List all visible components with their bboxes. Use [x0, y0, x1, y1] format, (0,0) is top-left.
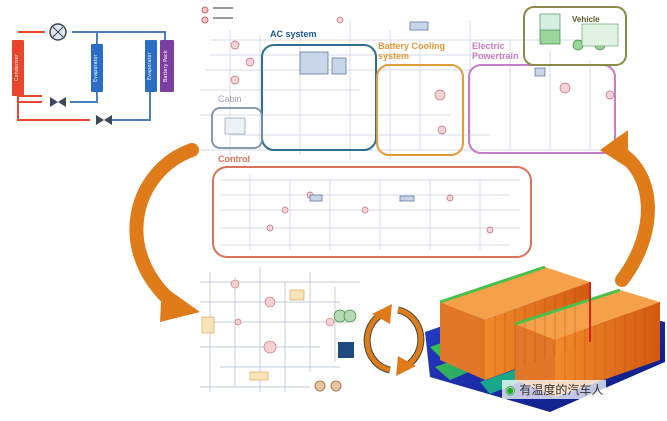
detail-schematic: [200, 267, 360, 392]
electric-powertrain-label: Electric Powertrain: [472, 41, 519, 61]
battery-cooling-region: [376, 64, 464, 156]
right-flow-arrow: [608, 143, 655, 287]
battery-cooling-label: Battery Cooling system: [378, 41, 446, 61]
watermark: ◉ 有温度的汽车人: [502, 380, 607, 399]
cabin-label: Cabin: [218, 94, 242, 104]
ac-system-label: AC system: [270, 29, 317, 39]
controller-block: [338, 342, 354, 358]
legend-chips: [201, 6, 233, 24]
left-flow-arrow: [129, 143, 199, 312]
evaporator-2-block: Evaporator: [145, 40, 157, 92]
hot-line-bottom: [17, 96, 90, 121]
evaporator-block: Evaporator: [91, 44, 103, 92]
vehicle-label: Vehicle: [572, 15, 600, 24]
cell-stack-right: [555, 302, 660, 397]
watermark-text: 有温度的汽车人: [519, 383, 604, 397]
cold-line-top: [72, 31, 166, 40]
swap-arrows-icon: [363, 304, 425, 376]
vehicle-region: [523, 6, 627, 66]
component-glyphs: [230, 16, 615, 234]
expansion-valve-2-icon: [96, 115, 112, 125]
control-region: [212, 166, 532, 258]
control-label: Control: [218, 154, 250, 164]
refrigerant-loop-diagram: [17, 23, 166, 125]
wechat-icon: ◉: [505, 383, 516, 397]
cabin-region: [211, 107, 263, 149]
condenser-block: Condenser: [12, 40, 24, 96]
system-schematic: [195, 6, 627, 258]
battery-pack-block: Battery Pack: [160, 40, 174, 92]
expansion-valve-icon: [50, 97, 66, 107]
